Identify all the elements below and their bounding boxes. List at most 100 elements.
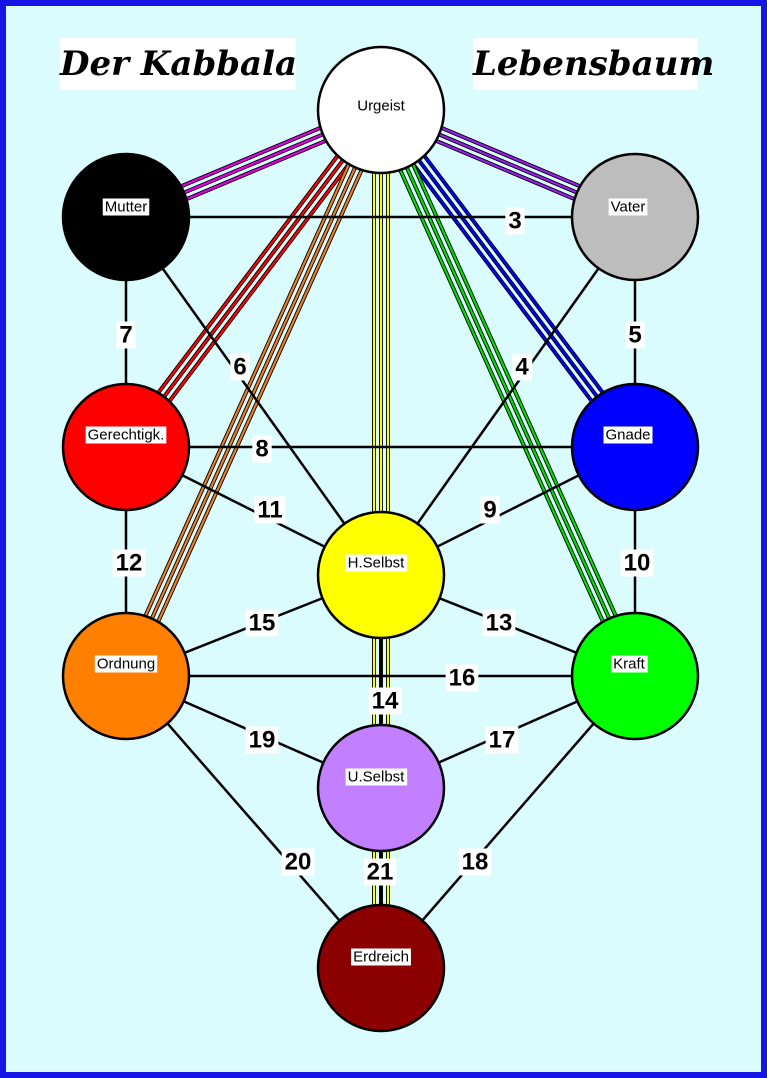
node-circle: [316, 45, 446, 175]
node-label-background: [102, 198, 150, 216]
node-circle: [570, 152, 700, 282]
node-label-background: [345, 554, 408, 572]
path-number-11: 11: [254, 496, 286, 524]
ray-line: [155, 165, 365, 627]
path-numbers: 3 4 5 6 7 8 9 10 11 12 13 14 15 16 17 18 19 20 21: [112, 207, 654, 886]
node-label-group: Kraft: [611, 655, 648, 673]
ray-line: [142, 159, 352, 621]
ray-line: [433, 131, 583, 196]
ray-line: [154, 151, 342, 398]
path-number-background: [254, 496, 286, 524]
path-number-text: 7: [119, 322, 132, 349]
node-circle: [570, 382, 700, 512]
path-number-text: 12: [116, 550, 143, 577]
path-number-16: 16: [445, 664, 479, 692]
path-number-background: [482, 609, 516, 637]
node-uselbst: U.Selbst: [316, 723, 446, 853]
node-mutter: Mutter: [61, 152, 191, 282]
node-label-group: U.Selbst: [345, 768, 408, 786]
node-label-group: Erdreich: [351, 948, 411, 966]
ray-line: [431, 137, 580, 202]
title-right: Lebensbaum: [473, 38, 714, 90]
path-number-background: [281, 848, 315, 876]
ray-line: [420, 151, 607, 398]
ray-bundle-mutter: [175, 124, 332, 203]
node-label: U.Selbst: [348, 769, 406, 786]
path-number-text: 11: [257, 497, 282, 524]
ray-line: [176, 124, 326, 190]
node-label-group: Vater: [608, 198, 648, 216]
node-label-background: [603, 426, 653, 444]
path-number-text: 17: [489, 727, 516, 754]
path-number-18: 18: [458, 848, 492, 876]
path-number-background: [505, 207, 525, 235]
node-label: Erdreich: [353, 949, 409, 966]
path-number-text: 16: [449, 665, 476, 692]
ray-line: [409, 159, 596, 406]
path-number-4: 4: [512, 353, 533, 381]
node-label: H.Selbst: [348, 555, 406, 572]
node-circle: [316, 723, 446, 853]
ray-bundle-kraft: [396, 159, 620, 627]
path-number-text: 5: [628, 322, 641, 349]
path-number-8: 8: [252, 435, 272, 463]
path-number-text: 6: [233, 354, 246, 381]
path-number-9: 9: [480, 496, 500, 524]
path-number-background: [485, 726, 519, 754]
path-line-18: [380, 675, 636, 969]
path-line-4: [379, 216, 637, 576]
path-number-background: [512, 353, 533, 381]
path-number-text: 4: [515, 354, 529, 381]
node-circle: [570, 611, 700, 741]
path-number-17: 17: [485, 726, 519, 754]
ray-line: [179, 131, 328, 196]
node-label-background: [611, 655, 648, 673]
ray-line: [148, 162, 359, 624]
node-label: Gnade: [605, 427, 650, 444]
path-number-19: 19: [245, 726, 279, 754]
path-number-7: 7: [116, 321, 136, 349]
path-number-text: 13: [486, 610, 513, 637]
path-number-background: [368, 687, 402, 715]
path-number-5: 5: [625, 321, 645, 349]
ray-line: [403, 162, 613, 624]
path-number-14: 14: [368, 687, 402, 715]
node-hselbst: H.Selbst: [316, 510, 446, 640]
ray-line: [160, 155, 347, 402]
path-number-background: [112, 549, 146, 577]
path-number-text: 10: [624, 550, 651, 577]
path-number-20: 20: [281, 848, 315, 876]
node-circle: [61, 152, 191, 282]
node-label-group: Mutter: [102, 198, 150, 216]
path-number-3: 3: [505, 207, 525, 235]
path-number-21: 21: [363, 858, 397, 886]
node-label-background: [85, 426, 167, 444]
node-label: Mutter: [105, 199, 148, 216]
path-number-15: 15: [245, 609, 279, 637]
path-number-12: 12: [112, 549, 146, 577]
node-label-background: [351, 948, 411, 966]
path-number-background: [620, 549, 654, 577]
path-number-text: 19: [249, 727, 276, 754]
node-circle: [61, 382, 191, 512]
ray-line: [181, 137, 331, 203]
ray-bundle-gerechtigk: [153, 150, 354, 407]
path-number-background: [245, 726, 279, 754]
ray-line: [410, 159, 619, 621]
node-label-group: Urgeist: [357, 98, 405, 115]
ray-bundle-vater: [430, 124, 586, 203]
path-number-background: [363, 858, 397, 886]
path-number-text: 8: [255, 436, 268, 463]
node-label: Kraft: [613, 656, 646, 673]
path-number-background: [245, 609, 279, 637]
node-label: Ordnung: [97, 656, 155, 673]
path-number-text: 18: [462, 849, 489, 876]
node-label-group: Gerechtigk.: [85, 426, 167, 444]
node-label-background: [608, 198, 648, 216]
node-urgeist: Urgeist: [316, 45, 446, 175]
ray-bundle-gnade: [408, 150, 608, 407]
path-number-background: [445, 664, 479, 692]
path-number-6: 6: [230, 353, 250, 381]
node-label: Urgeist: [357, 98, 405, 115]
